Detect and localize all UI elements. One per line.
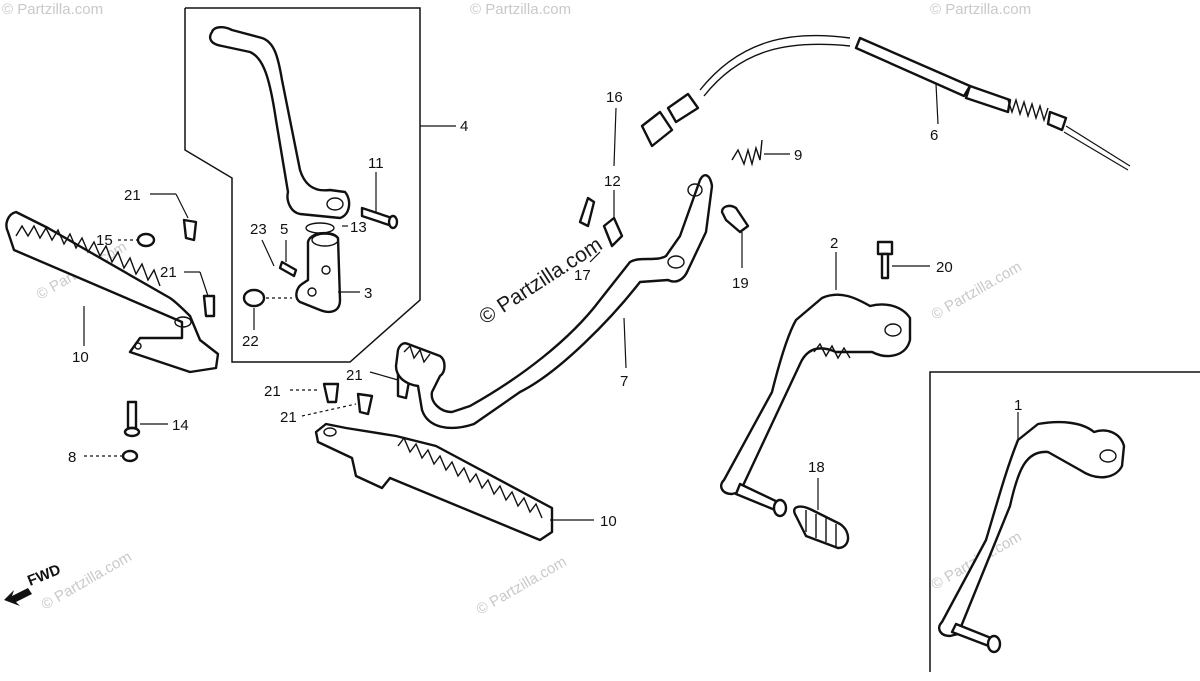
part-spring-pin-5 (278, 260, 298, 278)
callout-7: 7 (620, 373, 628, 390)
callout-21: 21 (124, 187, 141, 204)
part-kick-rubber-18 (793, 505, 850, 550)
part-bolt-21 (356, 392, 374, 416)
part-bolt-21 (322, 382, 340, 404)
callout-10: 10 (600, 513, 617, 530)
watermark: © Partzilla.com (930, 1, 1031, 18)
callout-21: 21 (280, 409, 297, 426)
callout-21: 21 (264, 383, 281, 400)
fwd-arrow-icon (4, 588, 32, 606)
callout-5: 5 (280, 221, 288, 238)
callout-18: 18 (808, 459, 825, 476)
part-washer-8 (121, 449, 139, 463)
callout-15: 15 (96, 232, 113, 249)
part-cotter-17 (578, 196, 596, 228)
part-washer-22 (242, 288, 292, 308)
callout-21: 21 (346, 367, 363, 384)
callout-3: 3 (364, 285, 372, 302)
fwd-label: FWD (25, 561, 63, 590)
callout-12: 12 (604, 173, 621, 190)
callout-19: 19 (732, 275, 749, 292)
callout-20: 20 (936, 259, 953, 276)
callout-21: 21 (160, 264, 177, 281)
group-outline (184, 7, 421, 363)
part-bolt-20 (876, 240, 894, 280)
callout-23: 23 (250, 221, 267, 238)
callout-10: 10 (72, 349, 89, 366)
part-bolt-21 (202, 294, 216, 318)
part-brake-pedal (394, 174, 714, 430)
callout-8: 8 (68, 449, 76, 466)
part-pin-12 (602, 216, 624, 248)
part-bolt-14 (123, 400, 141, 438)
watermark: © Partzilla.com (474, 553, 570, 618)
part-pivot-3 (295, 231, 342, 314)
watermark: © Partzilla.com (2, 1, 103, 18)
part-gear-change-lever (208, 26, 351, 234)
part-kick-arm-1 (938, 420, 1126, 654)
callout-17: 17 (574, 267, 591, 284)
callout-2: 2 (830, 235, 838, 252)
callout-11: 11 (368, 155, 384, 172)
callout-14: 14 (172, 417, 189, 434)
part-bolt-11 (360, 206, 399, 230)
callout-6: 6 (930, 127, 938, 144)
watermark: © Partzilla.com (470, 1, 571, 18)
callout-16: 16 (606, 89, 623, 106)
leader-lines (83, 83, 1019, 521)
callout-13: 13 (350, 219, 367, 236)
callout-1: 1 (1014, 397, 1022, 414)
callout-labels: 4 11 13 5 23 3 22 21 15 21 10 14 8 21 21… (68, 89, 1022, 530)
part-footpeg-center (314, 422, 554, 542)
part-1-outline (929, 371, 1200, 672)
part-nut-15 (136, 232, 156, 248)
part-bolt-21 (182, 218, 198, 242)
callout-22: 22 (242, 333, 259, 350)
part-spring-9 (731, 139, 763, 167)
callout-9: 9 (794, 147, 802, 164)
part-kick-arm-2 (720, 293, 912, 518)
callout-4: 4 (460, 118, 468, 135)
part-brake-cable (640, 34, 1131, 171)
part-footpeg-left (5, 210, 220, 374)
part-pin-19 (720, 204, 750, 234)
